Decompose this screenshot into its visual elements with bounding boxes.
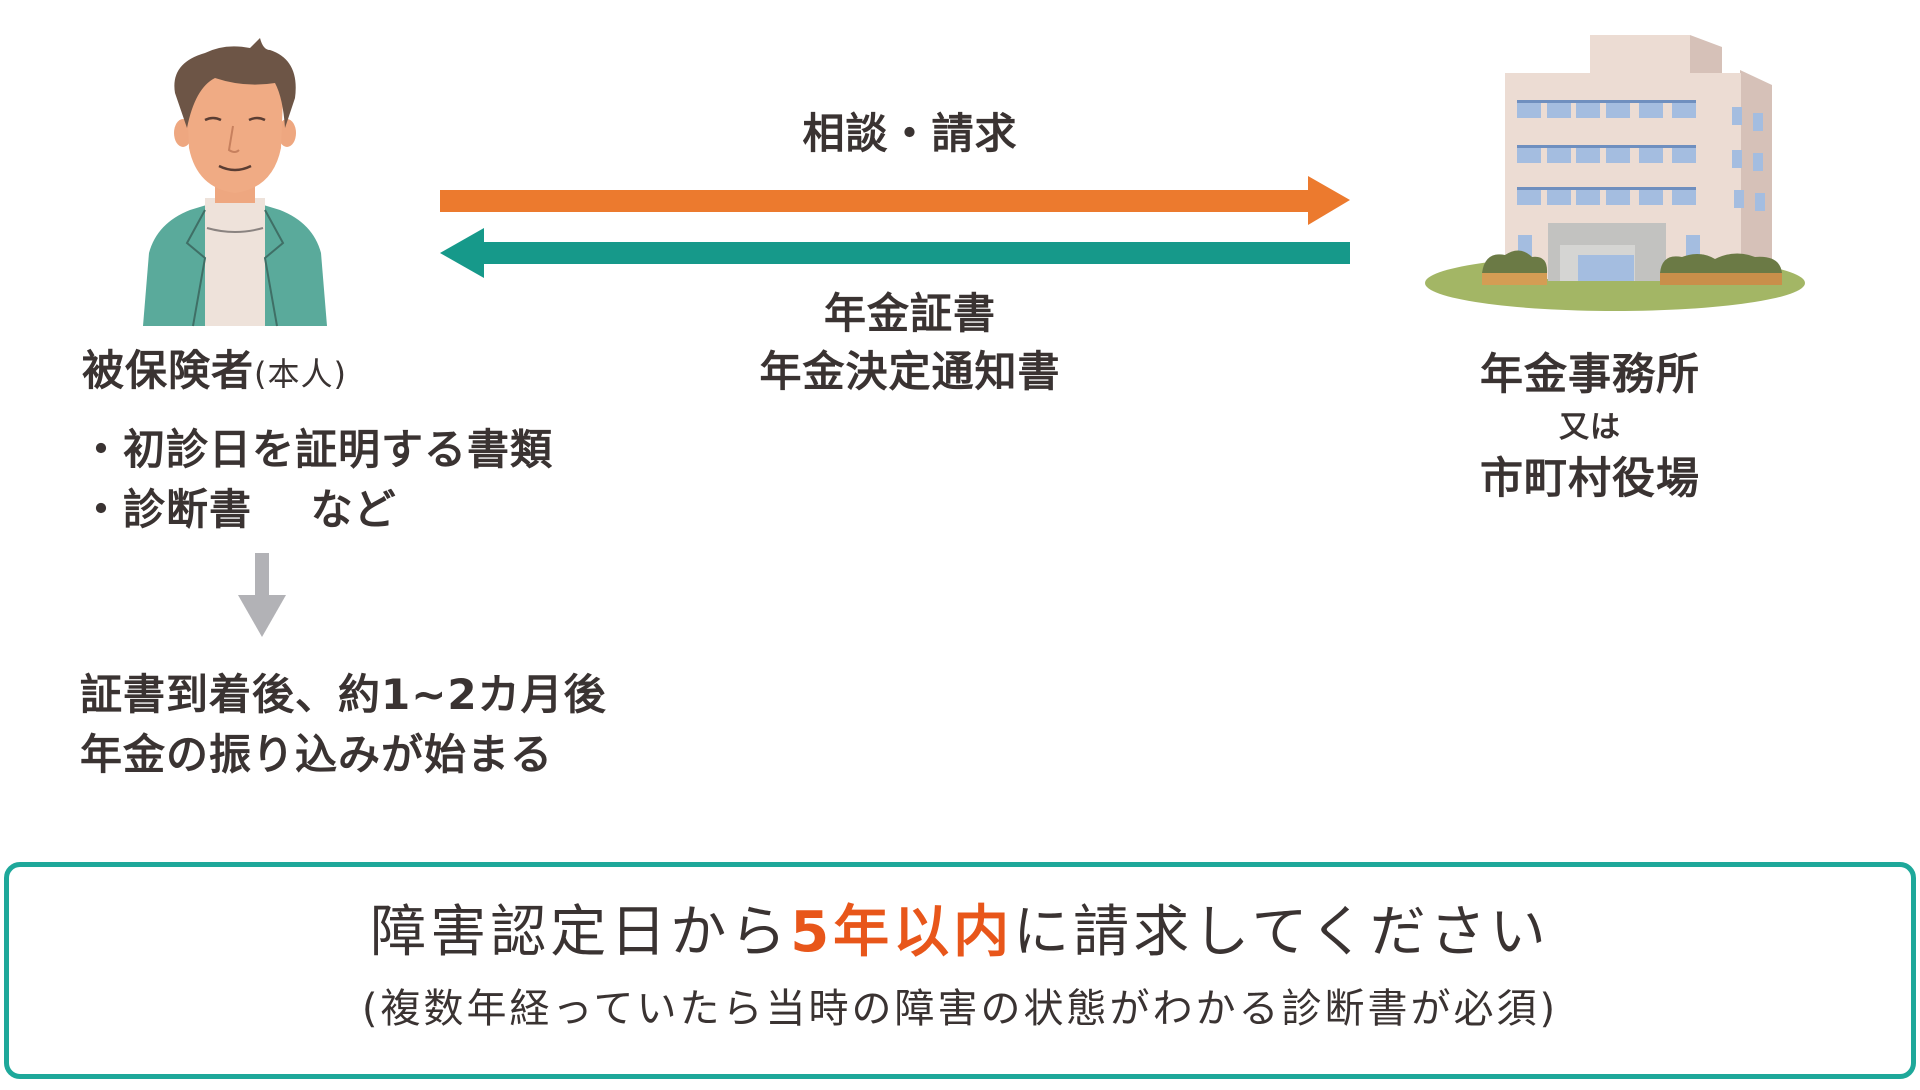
pension-certificate-labels: 年金証書 年金決定通知書 [700, 285, 1120, 401]
insured-label: 被保険者 [82, 346, 255, 395]
notice-highlight: 5年以内 [790, 900, 1014, 965]
payment-line-1: 証書到着後、約1~2カ月後 [80, 670, 607, 719]
payment-line-2: 年金の振り込みが始まる [80, 730, 554, 779]
required-documents-list: ・初診日を証明する書類 ・診断書 など [80, 420, 553, 540]
insured-paren: (本人) [254, 355, 347, 393]
pension-certificate-label: 年金証書 [823, 289, 996, 338]
insured-person-illustration [143, 38, 327, 327]
list-item: ・初診日を証明する書類 [80, 425, 554, 474]
deadline-notice-sub: (複数年経っていたら当時の障害の状態がわかる診断書が必須) [361, 986, 1559, 1032]
or-connector: 又は [1559, 409, 1621, 445]
office-labels: 年金事務所 又は 市町村役場 [1440, 350, 1740, 505]
pension-office-building-illustration [1425, 35, 1805, 311]
payment-start-text: 証書到着後、約1~2カ月後 年金の振り込みが始まる [80, 665, 607, 785]
down-arrow-icon [238, 553, 286, 637]
pension-office-label: 年金事務所 [1480, 350, 1700, 400]
notice-main-before: 障害認定日から [370, 900, 791, 965]
insured-title: 被保険者(本人) [82, 350, 347, 392]
pension-decision-notice-label: 年金決定通知書 [759, 347, 1061, 396]
municipal-office-label: 市町村役場 [1480, 453, 1700, 504]
request-arrow-right [440, 176, 1350, 225]
flow-arrows [440, 176, 1350, 278]
deadline-notice-box: 障害認定日から5年以内に請求してください (複数年経っていたら当時の障害の状態が… [4, 862, 1916, 1079]
deadline-notice-main: 障害認定日から5年以内に請求してください [9, 905, 1911, 961]
notice-main-after: に請求してください [1013, 900, 1550, 965]
list-item: ・診断書 など [80, 485, 397, 534]
consult-request-label: 相談・請求 [802, 109, 1018, 158]
return-arrow-left [440, 228, 1350, 278]
